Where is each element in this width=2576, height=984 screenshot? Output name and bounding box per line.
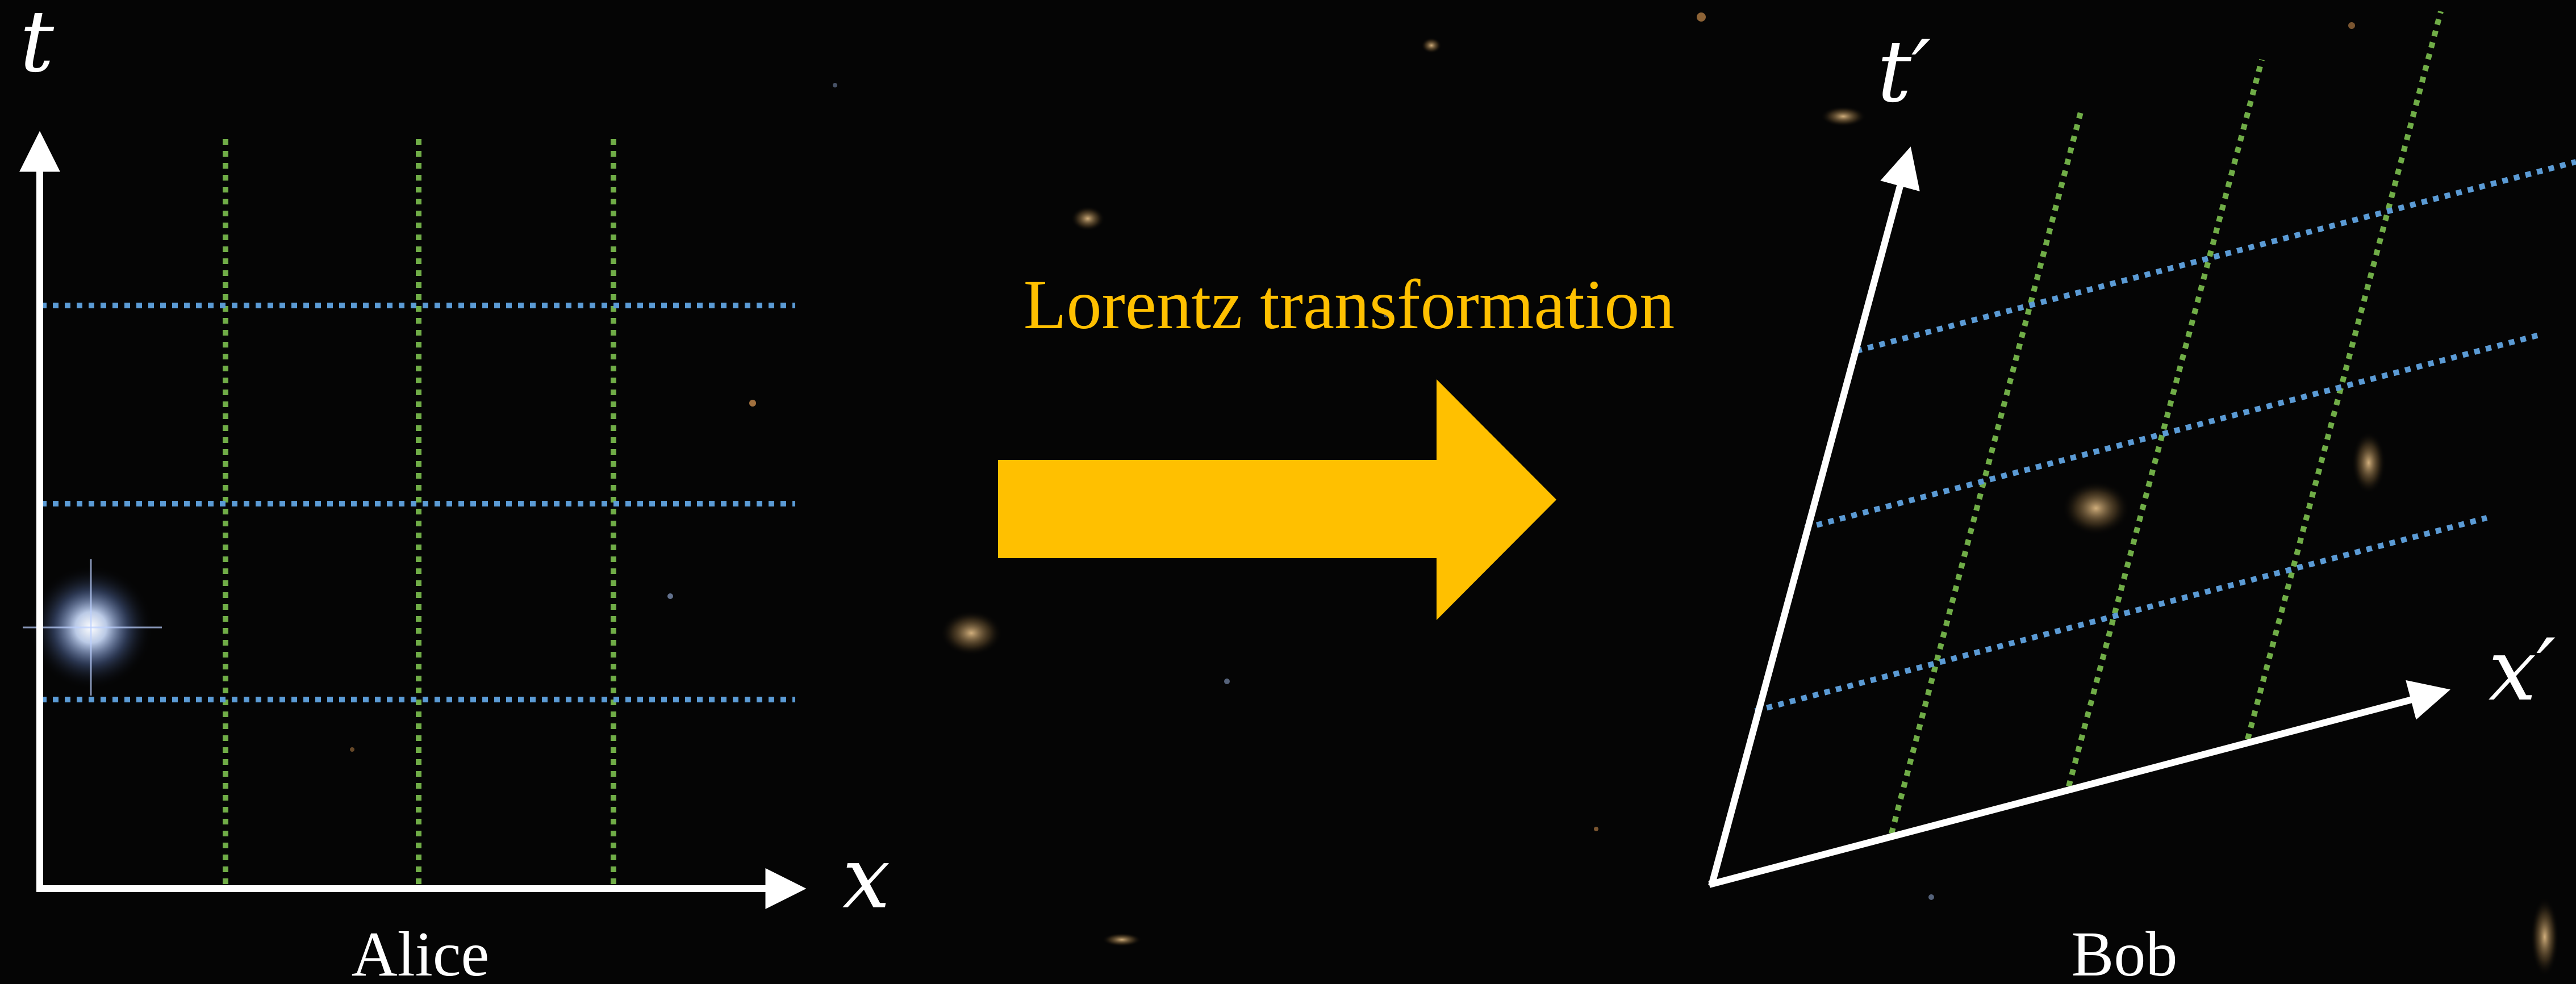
alice-frame: t x Alice: [19, 0, 891, 984]
alice-x-axis-label: x: [842, 829, 891, 928]
dim-star: [667, 593, 673, 599]
galaxy-8: [2531, 897, 2559, 977]
bob-frame: t′ x′ Bob: [1708, 10, 2576, 984]
bob-x-axis: [1708, 680, 2450, 888]
galaxy-3: [2062, 481, 2130, 535]
alice-name-label: Alice: [352, 919, 490, 984]
bob-t-axis-label: t′: [1877, 23, 1931, 122]
dim-star: [350, 747, 354, 752]
bob-time-gridline-2: [1804, 332, 2540, 531]
galaxy-4: [2352, 432, 2386, 494]
dim-star: [1697, 12, 1706, 22]
alice-t-axis-label: t: [20, 0, 55, 91]
right-arrow-icon: [998, 379, 1556, 620]
dim-star: [1594, 827, 1598, 831]
dim-star: [1384, 313, 1388, 317]
transformation-title: Lorentz transformation: [1024, 266, 1675, 344]
bob-space-gridline-1: [1889, 107, 2085, 835]
dim-star: [2348, 22, 2355, 29]
bob-x-axis-label: x′: [2489, 621, 2556, 720]
galaxy-1: [940, 610, 1003, 656]
galaxy-2: [1071, 206, 1105, 231]
galaxy-7: [1102, 933, 1142, 947]
dim-star: [1224, 679, 1230, 684]
bob-name-label: Bob: [2072, 919, 2178, 984]
dim-star: [749, 400, 756, 407]
bob-t-axis: [1708, 146, 1920, 887]
galaxy-6: [1421, 37, 1442, 53]
dim-star: [833, 83, 837, 87]
bob-time-gridline-3: [1855, 159, 2576, 354]
galaxy-5: [1821, 106, 1866, 127]
dim-star: [1928, 894, 1934, 900]
star-field: [23, 12, 2559, 977]
